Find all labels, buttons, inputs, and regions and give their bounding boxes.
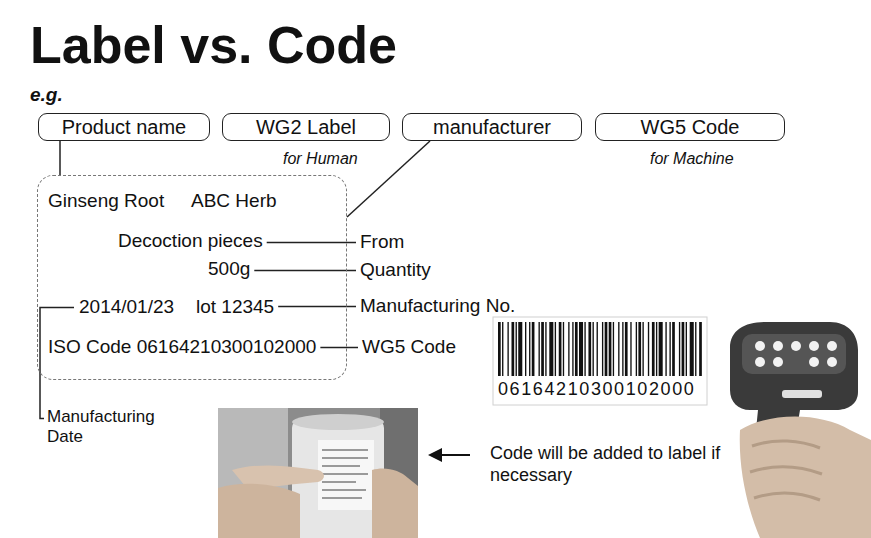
connector-line (59, 141, 61, 175)
annotation-label: WG5 Code (362, 336, 456, 359)
field-box: WG5 Code (595, 113, 785, 141)
label-field: ISO Code 06164210300102000 (48, 336, 316, 359)
label-field: lot 12345 (196, 296, 274, 319)
annotation-label: for Machine (650, 149, 734, 168)
field-box: Product name (38, 113, 210, 141)
annotation-label: Quantity (360, 259, 431, 282)
box-label: WG2 Label (256, 116, 356, 138)
leader-line (267, 242, 356, 244)
field-box: manufacturer (402, 113, 582, 141)
label-field: Ginseng Root (48, 190, 164, 213)
pointer-arrow (440, 454, 470, 456)
leader-line (320, 347, 358, 349)
label-field: 500g (208, 258, 250, 281)
connector-line (347, 141, 430, 217)
leader-line (254, 270, 356, 272)
annotation-label: Manufacturing Date (47, 407, 175, 448)
scanner-illustration (730, 322, 871, 538)
field-box: WG2 Label (222, 113, 390, 141)
box-label: WG5 Code (641, 116, 740, 138)
diagram-title: Label vs. Code (30, 16, 397, 76)
barcode-number: 06164210300102000 (498, 379, 695, 401)
label-group-box: Ginseng Root ABC HerbDecoction pieces 500g… (37, 175, 347, 380)
label-field: 2014/01/23 (79, 296, 174, 319)
annotation-label: Code will be added to label if necessary (490, 443, 740, 486)
leader-line (40, 308, 74, 419)
box-label: manufacturer (433, 116, 551, 138)
label-field: Decoction pieces (118, 230, 263, 253)
barcode-bars (498, 322, 702, 376)
arrow-head (428, 448, 442, 462)
annotation-label: From (360, 231, 404, 254)
label-photo (218, 408, 418, 538)
box-label: Product name (62, 116, 187, 138)
example-tag: e.g. (30, 84, 63, 107)
barcode-frame (493, 317, 707, 405)
annotation-label: Manufacturing No. (360, 295, 515, 318)
leader-line (278, 306, 356, 308)
label-field: ABC Herb (191, 190, 277, 213)
barcode-bars (498, 322, 702, 376)
annotation-label: for Human (283, 149, 358, 168)
